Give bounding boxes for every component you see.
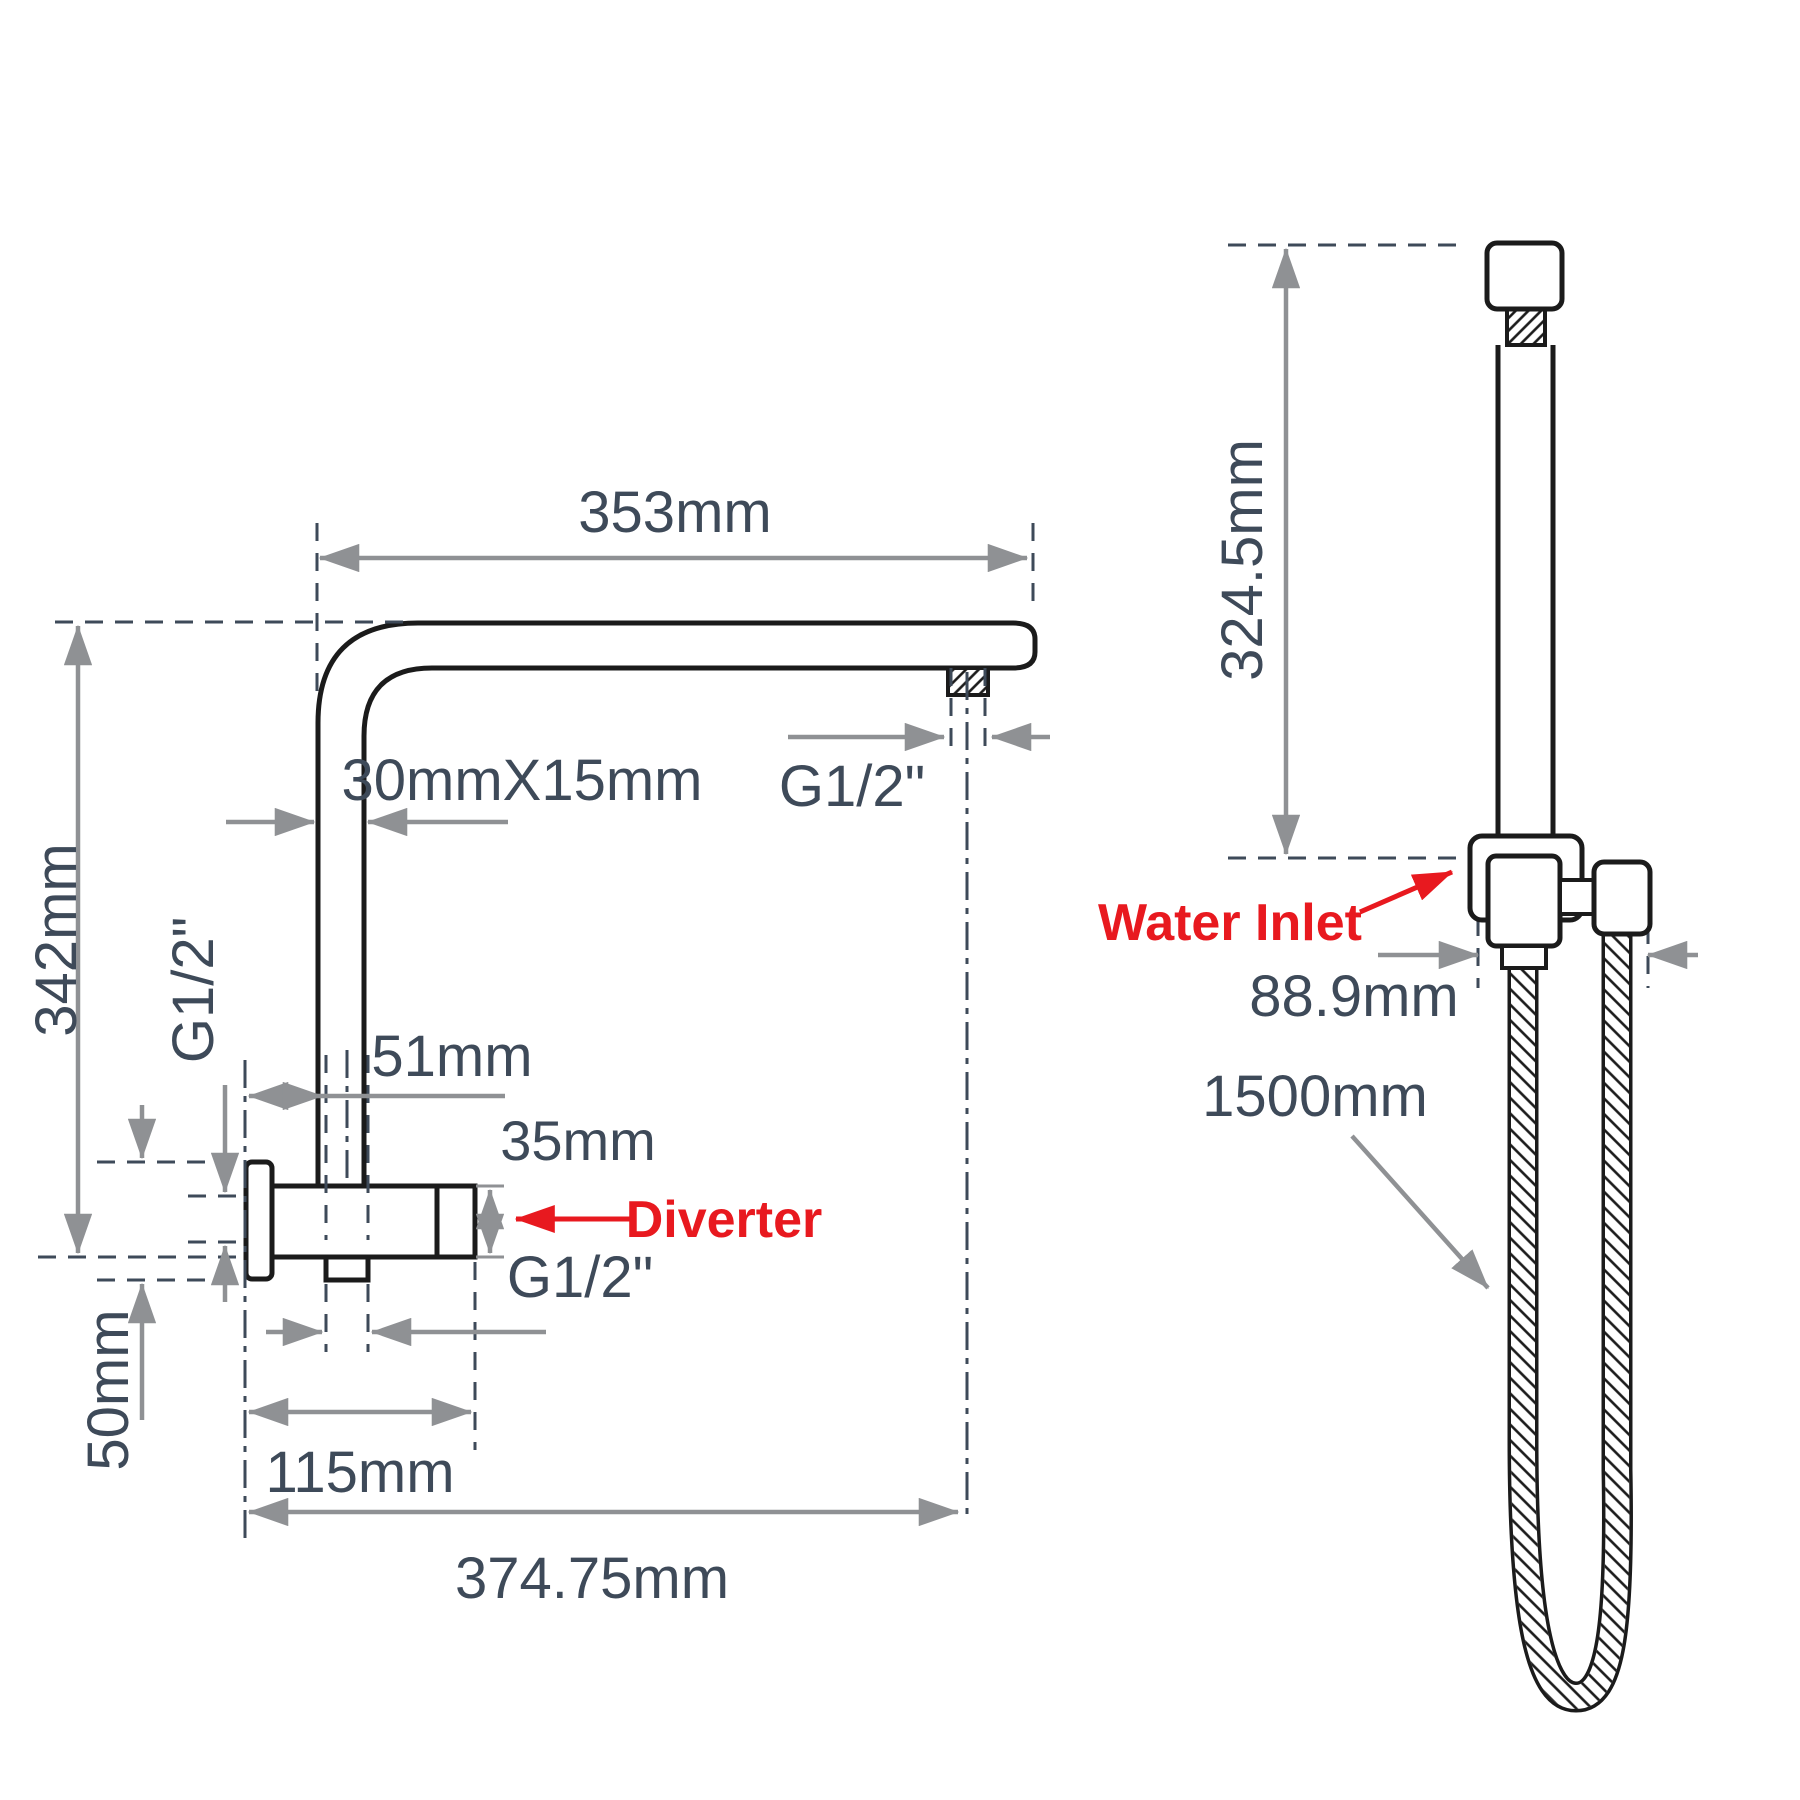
left-centerline-references — [243, 672, 969, 1545]
diverter-callout-label: Diverter — [626, 1191, 823, 1249]
inlet-width-label: 88.9mm — [1249, 964, 1459, 1029]
right-diagram-hand-shower-rail: 324.5mm Water Inlet 88.9mm 1500mm — [1098, 240, 1698, 1713]
water-inlet-knob — [1591, 859, 1653, 937]
arm-length-label: 353mm — [578, 480, 771, 545]
diverter-height-label: 35mm — [500, 1109, 656, 1172]
diverter-wall-flange — [243, 1159, 275, 1282]
diverter-bottom-outlet-nub — [323, 1254, 371, 1283]
rail-body-fill — [1495, 345, 1556, 840]
rail-height-label: 324.5mm — [1210, 439, 1275, 681]
wall-inlet-thread-label: G1/2" — [161, 917, 226, 1063]
hose-length-arrow — [1350, 1134, 1490, 1290]
shower-arm-outline — [315, 620, 1038, 1186]
left-dimension-lines — [63, 543, 1050, 1527]
tube-section-label: 30mmX15mm — [342, 748, 703, 813]
bottom-outlet-thread-label: G1/2" — [507, 1245, 653, 1310]
diverter-body — [269, 1183, 478, 1260]
left-diagram-shower-arm: 353mm 342mm G1/2" 30mmX15mm G1/2" 51mm 3… — [24, 480, 1050, 1611]
water-inlet-callout-label: Water Inlet — [1098, 894, 1362, 952]
outlet-thread-label: G1/2" — [779, 754, 925, 819]
rail-top-cap — [1484, 240, 1565, 312]
rail-top-thread-hatch — [1505, 307, 1547, 347]
water-inlet-callout-arrow — [1359, 869, 1454, 915]
flange-height-label: 50mm — [76, 1309, 141, 1470]
arm-height-label: 342mm — [24, 843, 89, 1036]
hose-length-label: 1500mm — [1202, 1064, 1428, 1129]
rail-bracket-inner — [1485, 853, 1563, 949]
wall-to-outlet-label: 51mm — [371, 1024, 532, 1089]
right-dimension-lines — [1271, 247, 1698, 1290]
inlet-connector — [1558, 878, 1596, 916]
left-dashed-references — [38, 523, 1035, 1450]
bracket-hose-stub — [1500, 944, 1548, 970]
shower-hose — [1507, 934, 1634, 1713]
total-projection-label: 374.75mm — [455, 1546, 729, 1611]
diverter-length-label: 115mm — [265, 1440, 454, 1505]
